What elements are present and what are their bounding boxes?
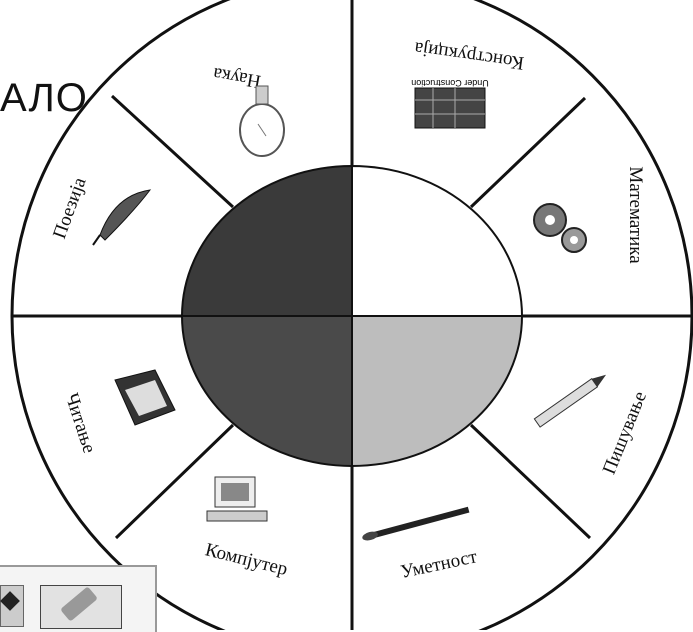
eraser-icon [60, 586, 98, 622]
construction-caption: Under Construction [411, 78, 489, 88]
center-quadrant-top-right[interactable] [351, 164, 524, 317]
pen-tool-button[interactable] [0, 585, 24, 627]
paintbrush-icon [362, 506, 470, 541]
center-quadrant-bottom-left[interactable] [180, 315, 353, 468]
segment-math[interactable]: Математика [533, 166, 646, 264]
gears-icon [533, 203, 587, 253]
lightbulb-icon [239, 85, 285, 157]
center-disc [180, 164, 524, 468]
page-title-fragment: АЛО [0, 76, 88, 120]
spoke [110, 94, 235, 209]
center-quadrant-bottom-right[interactable] [351, 315, 524, 468]
pen-icon [0, 591, 20, 611]
tool-palette [0, 565, 157, 632]
computer-icon [206, 476, 268, 522]
spoke [469, 423, 592, 540]
pencil-icon [533, 374, 607, 428]
spoke [469, 96, 587, 209]
segment-label-math: Математика [625, 166, 646, 264]
center-quadrant-top-left[interactable] [180, 164, 353, 317]
quill-icon [92, 189, 152, 246]
books-icon [114, 369, 176, 426]
eraser-tool-button[interactable] [40, 585, 122, 629]
construction-icon: Under Construction [411, 78, 489, 129]
spoke [114, 423, 235, 540]
